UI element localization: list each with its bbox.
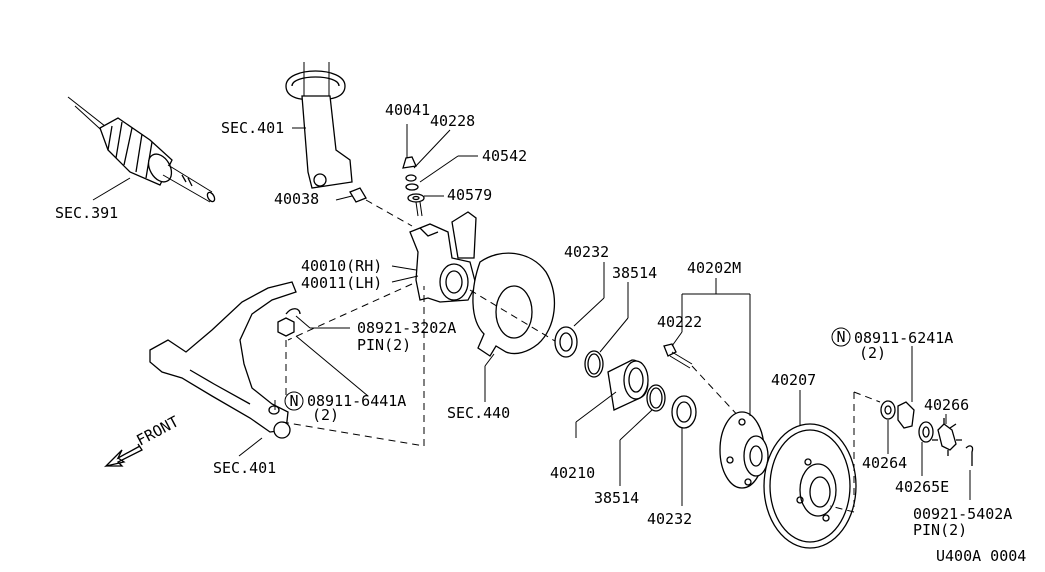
label-40265e: 40265E bbox=[895, 478, 949, 496]
label-40041: 40041 bbox=[385, 101, 430, 119]
front-arrow-icon bbox=[103, 443, 143, 468]
lower-control-arm bbox=[149, 281, 297, 439]
n-mark-icon-right: N bbox=[831, 327, 851, 347]
label-40207: 40207 bbox=[771, 371, 816, 389]
left-dash-lines bbox=[281, 283, 425, 447]
label-08911-6241a: 08911-6241A bbox=[854, 329, 953, 347]
right-dash-lines bbox=[829, 391, 881, 513]
label-08921-3202a: 08921-3202A bbox=[357, 319, 456, 337]
steering-knuckle bbox=[409, 211, 477, 303]
label-40228: 40228 bbox=[430, 112, 475, 130]
label-40266: 40266 bbox=[924, 396, 969, 414]
label-40210: 40210 bbox=[550, 464, 595, 482]
snap-ring-bottom bbox=[646, 384, 666, 412]
label-sec401-top: SEC.401 bbox=[221, 119, 284, 137]
hub-bolt bbox=[663, 343, 743, 421]
left-nut-and-pin bbox=[277, 308, 301, 396]
n-mark-icon-left: N bbox=[284, 391, 304, 411]
label-40264: 40264 bbox=[862, 454, 907, 472]
label-40222: 40222 bbox=[657, 313, 702, 331]
label-sec391: SEC.391 bbox=[55, 204, 118, 222]
n-mark-right-text: N bbox=[836, 328, 845, 346]
wheel-bearing bbox=[607, 359, 649, 411]
hub-nut-parts bbox=[880, 400, 974, 466]
label-qty2-left: (2) bbox=[312, 406, 339, 424]
label-front: FRONT bbox=[133, 412, 181, 449]
label-40232-top: 40232 bbox=[564, 243, 609, 261]
knuckle-small-parts bbox=[349, 156, 425, 227]
label-38514-top: 38514 bbox=[612, 264, 657, 282]
splash-guard bbox=[469, 252, 561, 357]
label-40011: 40011(LH) bbox=[301, 274, 382, 292]
disc-rotor bbox=[763, 423, 857, 549]
strut bbox=[285, 62, 353, 189]
snap-ring-top bbox=[584, 350, 604, 378]
label-40202m: 40202M bbox=[687, 259, 741, 277]
label-40579: 40579 bbox=[447, 186, 492, 204]
label-40010: 40010(RH) bbox=[301, 257, 382, 275]
label-38514-bottom: 38514 bbox=[594, 489, 639, 507]
label-pin2-right: PIN(2) bbox=[913, 521, 967, 539]
wheel-hub bbox=[719, 411, 769, 489]
label-40542: 40542 bbox=[482, 147, 527, 165]
oil-seal-top bbox=[554, 326, 578, 358]
label-40038: 40038 bbox=[274, 190, 319, 208]
label-diagram-code: U400A 0004 bbox=[936, 547, 1026, 565]
label-sec440: SEC.440 bbox=[447, 404, 510, 422]
label-qty2-right: (2) bbox=[859, 344, 886, 362]
label-sec401-bottom: SEC.401 bbox=[213, 459, 276, 477]
drive-shaft bbox=[67, 96, 216, 203]
label-40232-bottom: 40232 bbox=[647, 510, 692, 528]
n-mark-left-text: N bbox=[289, 392, 298, 410]
oil-seal-bottom bbox=[671, 395, 697, 429]
leader-lines bbox=[92, 124, 971, 506]
label-pin2-left: PIN(2) bbox=[357, 336, 411, 354]
label-00921-5402a: 00921-5402A bbox=[913, 505, 1012, 523]
label-08911-6441a: 08911-6441A bbox=[307, 392, 406, 410]
